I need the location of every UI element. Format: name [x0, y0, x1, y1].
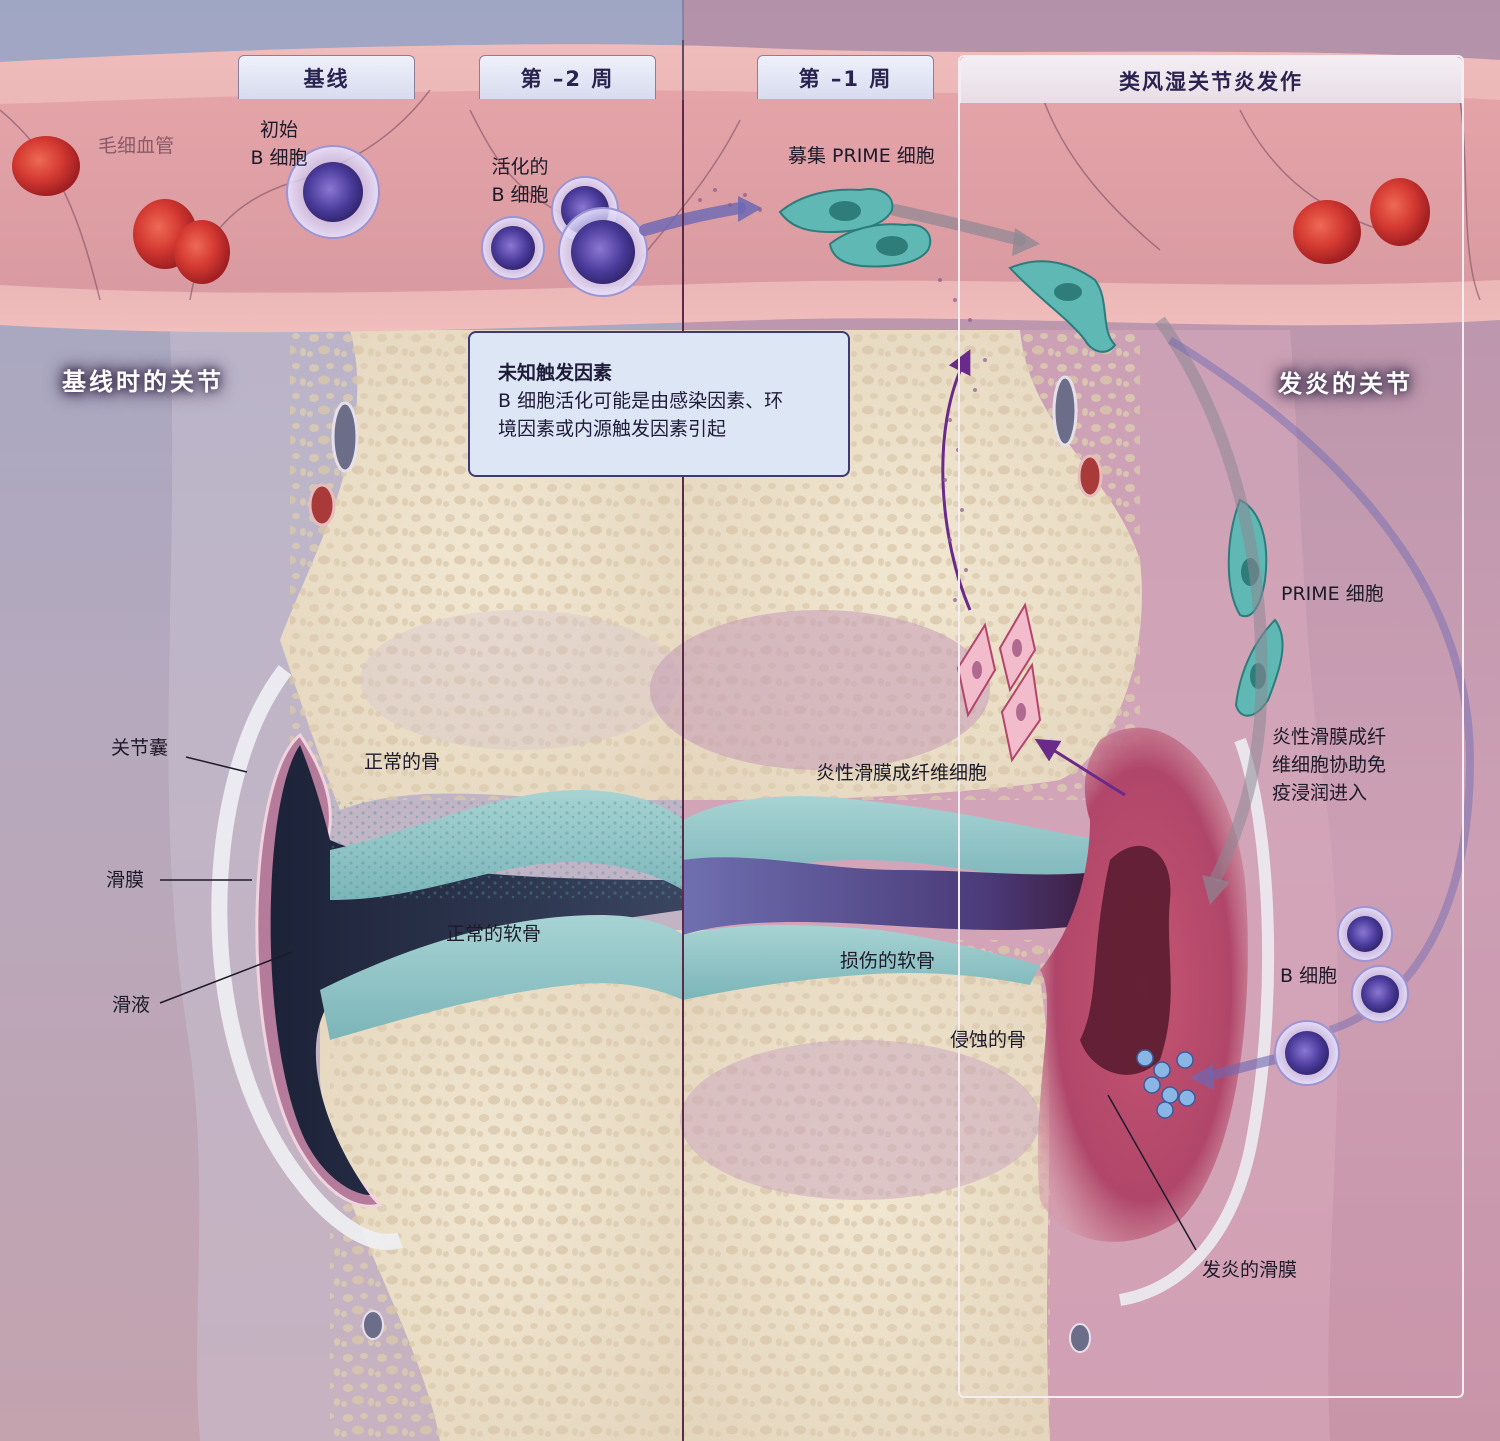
- infobox-body-line2: 境因素或内源触发因素引起: [498, 418, 727, 440]
- isf-help-label-line3: 疫浸润进入: [1272, 782, 1368, 804]
- inflammatory-fibroblast-label: 炎性滑膜成纤维细胞: [816, 762, 988, 784]
- tab-week-minus-2-label: 第 –2 周: [520, 66, 615, 91]
- baseline-joint-title: 基线时的关节: [62, 368, 224, 396]
- damaged-cartilage-label: 损伤的软骨: [840, 950, 936, 972]
- synovium-label: 滑膜: [106, 869, 145, 891]
- b-cells-label: B 细胞: [1280, 965, 1338, 987]
- synovial-fluid-label: 滑液: [112, 994, 151, 1016]
- tab-week-minus-1-label: 第 –1 周: [798, 66, 893, 91]
- tab-ra-flare-label: 类风湿关节炎发作: [1119, 69, 1303, 94]
- joint-capsule-label: 关节囊: [111, 737, 169, 759]
- naive-b-label-line2: B 细胞: [250, 147, 308, 169]
- inflamed-synovium-label: 发炎的滑膜: [1202, 1259, 1298, 1281]
- activated-b-label-line1: 活化的: [491, 156, 549, 178]
- eroded-bone-label: 侵蚀的骨: [950, 1029, 1027, 1051]
- tab-baseline: 基线: [238, 55, 415, 99]
- naive-b-label-line1: 初始: [259, 119, 298, 141]
- tab-week-minus-2: 第 –2 周: [479, 55, 656, 99]
- tab-baseline-label: 基线: [303, 66, 350, 91]
- prime-cells-label: PRIME 细胞: [1281, 583, 1384, 605]
- tab-ra-flare: 类风湿关节炎发作: [960, 57, 1462, 103]
- normal-cartilage-label: 正常的软骨: [446, 923, 542, 945]
- unknown-trigger-infobox: 未知触发因素 B 细胞活化可能是由感染因素、环 境因素或内源触发因素引起: [468, 331, 850, 477]
- normal-bone-label: 正常的骨: [364, 751, 441, 773]
- activated-b-label-line2: B 细胞: [491, 184, 549, 206]
- infobox-title: 未知触发因素: [498, 362, 613, 384]
- infobox-body-line1: B 细胞活化可能是由感染因素、环: [498, 390, 784, 412]
- tab-week-minus-1: 第 –1 周: [757, 55, 934, 99]
- capillary-label: 毛细血管: [98, 135, 175, 157]
- isf-help-label-line1: 炎性滑膜成纤: [1272, 726, 1387, 748]
- isf-help-label-line2: 维细胞协助免: [1272, 754, 1387, 776]
- inflamed-joint-title: 发炎的关节: [1278, 370, 1413, 398]
- recruit-prime-label: 募集 PRIME 细胞: [788, 145, 935, 167]
